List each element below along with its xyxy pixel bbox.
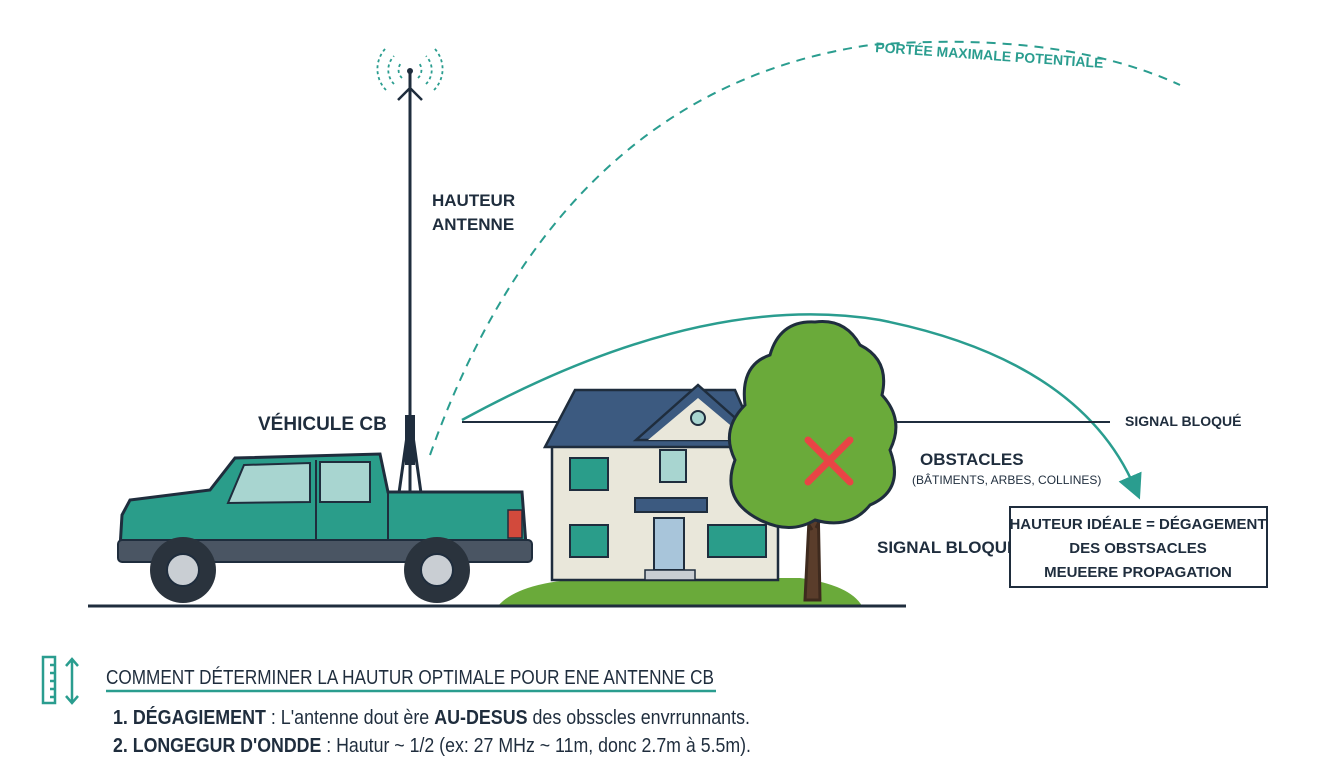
house	[542, 383, 780, 582]
signal-blocked-label: SIGNAL BLOQUÉ	[877, 538, 1018, 557]
tree	[727, 319, 898, 602]
signal-arc	[461, 313, 1142, 500]
callout-line-2: DES OBSTSACLES	[1069, 540, 1207, 557]
callout-line-1: HAUTEUR IDÉALE = DÉGAGEMENT	[1009, 516, 1266, 533]
guide-item-1: 1. DÉGAGIEMENT : L'antenne dout ère AU-D…	[113, 706, 750, 729]
guide-title: COMMENT DÉTERMINER LA HAUTUR OPTIMALE PO…	[106, 666, 714, 689]
max-range-arc	[429, 40, 1181, 456]
obstacles-sub-label: (BÂTIMENTS, ARBES, COLLINES)	[912, 472, 1101, 487]
antenna	[376, 47, 444, 501]
grass-hill	[498, 578, 862, 606]
truck	[117, 452, 533, 603]
antenna-height-label: HAUTEUR	[432, 191, 515, 210]
callout-line-3: MEUEERE PROPAGATION	[1044, 564, 1232, 581]
signal-blocked-right-label: SIGNAL BLOQUÉ	[1125, 413, 1241, 429]
range-label: PORTÉE MAXIMALE POTENTIALE	[875, 39, 1104, 71]
antenna-height-label-2: ANTENNE	[432, 215, 514, 234]
signal-waves-icon	[376, 47, 444, 91]
guide-item-2: 2. LONGEGUR D'ONDDE : Hautur ~ 1/2 (ex: …	[113, 735, 751, 757]
callout-box: HAUTEUR IDÉALE = DÉGAGEMENT DES OBSTSACL…	[1009, 506, 1268, 588]
vehicle-label: VÉHICULE CB	[258, 413, 387, 435]
blocked-x-icon	[804, 436, 854, 486]
ruler-height-icon	[41, 655, 79, 705]
obstacles-label: OBSTACLES	[920, 450, 1024, 469]
